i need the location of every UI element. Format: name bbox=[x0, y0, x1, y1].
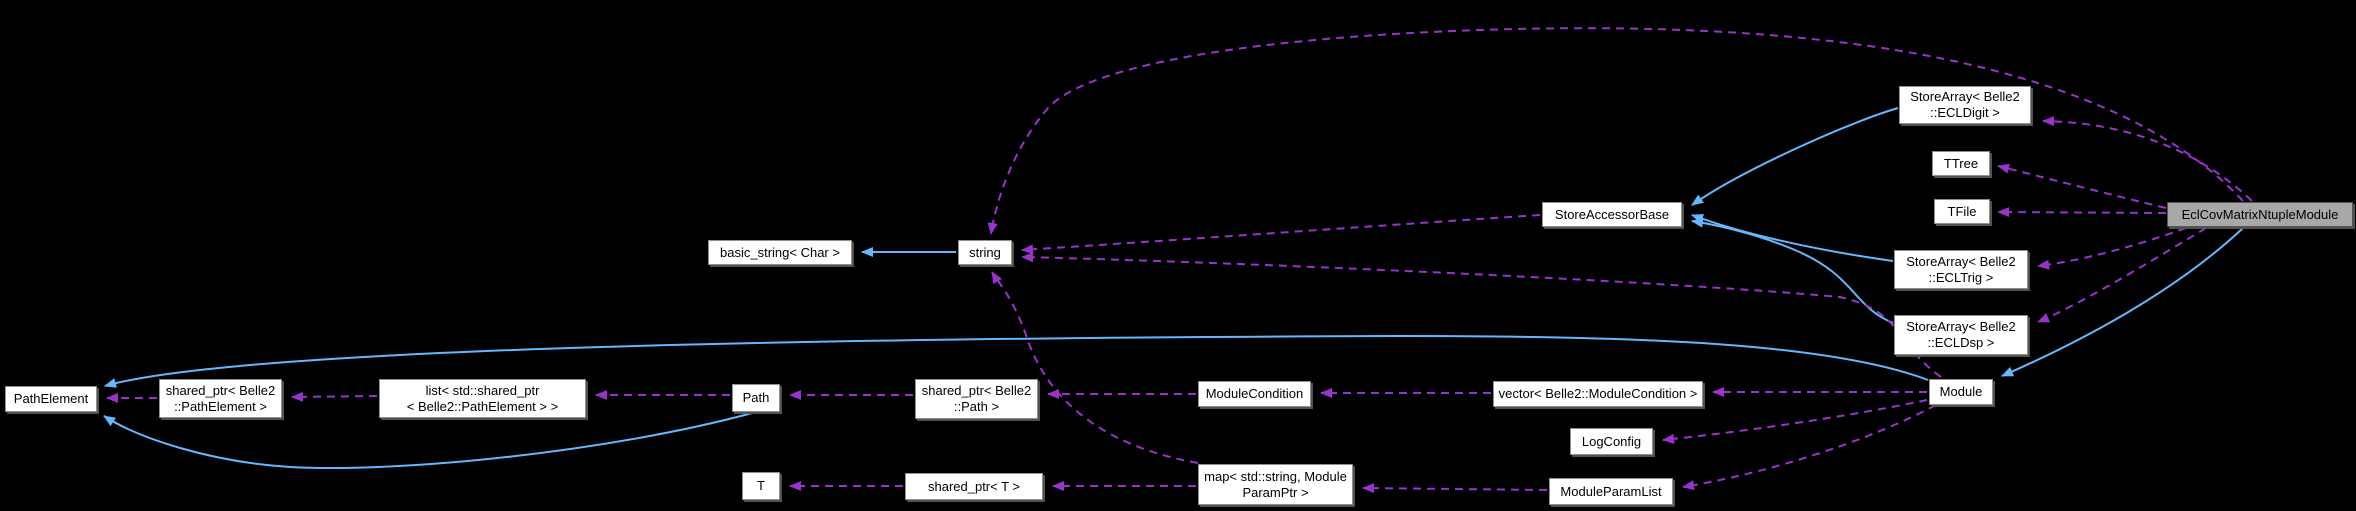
node-module[interactable]: Module bbox=[1929, 379, 1993, 405]
edge-map-to-string bbox=[991, 271, 1199, 464]
node-sharedptr-pathelement[interactable]: shared_ptr< Belle2 ::PathElement > bbox=[159, 379, 282, 418]
edge-main-to-ecldsp bbox=[2037, 227, 2207, 323]
node-t[interactable]: T bbox=[742, 472, 780, 500]
node-storearray-ecldsp[interactable]: StoreArray< Belle2 ::ECLDsp > bbox=[1894, 315, 2028, 355]
edge-storeaccessorbase-to-string bbox=[1021, 214, 1541, 255]
edge-ecltrig-to-storeaccessorbase bbox=[1691, 214, 1894, 262]
edge-ecldigit-to-storeaccessorbase bbox=[1691, 107, 1899, 206]
node-sharedptr-path[interactable]: shared_ptr< Belle2 ::Path > bbox=[915, 379, 1038, 419]
node-modulecondition[interactable]: ModuleCondition bbox=[1198, 381, 1311, 407]
edge-path-to-pathelement bbox=[103, 411, 757, 469]
node-basic-string[interactable]: basic_string< Char > bbox=[708, 240, 852, 265]
node-storearray-ecltrig[interactable]: StoreArray< Belle2 ::ECLTrig > bbox=[1894, 250, 2028, 289]
edge-main-to-ecltrig bbox=[2037, 227, 2187, 270]
edge-moduleparamlist-to-map bbox=[1362, 483, 1548, 494]
edge-module-to-string bbox=[1021, 252, 1942, 378]
node-sharedptr-t[interactable]: shared_ptr< T > bbox=[905, 473, 1043, 500]
node-moduleparamlist[interactable]: ModuleParamList bbox=[1549, 478, 1673, 505]
node-vector-modulecondition[interactable]: vector< Belle2::ModuleCondition > bbox=[1493, 381, 1703, 407]
edge-module-to-moduleparamlist bbox=[1682, 404, 1937, 491]
edge-list-to-sharedptr-pathelement bbox=[291, 391, 378, 402]
node-string[interactable]: string bbox=[958, 240, 1012, 265]
node-path[interactable]: Path bbox=[732, 384, 780, 412]
edge-module-to-logconfig bbox=[1662, 399, 1928, 444]
edge-main-to-ttree bbox=[1997, 163, 2167, 209]
node-storearray-ecldigit[interactable]: StoreArray< Belle2 ::ECLDigit > bbox=[1899, 86, 2031, 124]
node-list-sharedptr-pathelement[interactable]: list< std::shared_ptr < Belle2::PathElem… bbox=[379, 379, 586, 418]
edge-main-to-tfile bbox=[1997, 207, 2167, 218]
node-tfile[interactable]: TFile bbox=[1934, 199, 1990, 224]
edge-ecldsp-to-storeaccessorbase bbox=[1691, 217, 1894, 324]
node-pathelement[interactable]: PathElement bbox=[5, 386, 97, 412]
node-storeaccessorbase[interactable]: StoreAccessorBase bbox=[1542, 202, 1682, 227]
node-map-string-moduleparamptr[interactable]: map< std::string, Module ParamPtr > bbox=[1198, 464, 1353, 505]
node-logconfig[interactable]: LogConfig bbox=[1570, 428, 1653, 455]
edge-module-to-pathelement bbox=[104, 334, 1929, 388]
node-eclcovmatrixntuplemodule: EclCovMatrixNtupleModule bbox=[2167, 202, 2353, 227]
node-ttree[interactable]: TTree bbox=[1932, 151, 1990, 176]
edge-main-to-module bbox=[2001, 227, 2244, 377]
edge-main-to-ecldigit bbox=[2042, 116, 2253, 202]
edge-main-to-string bbox=[987, 27, 2244, 235]
